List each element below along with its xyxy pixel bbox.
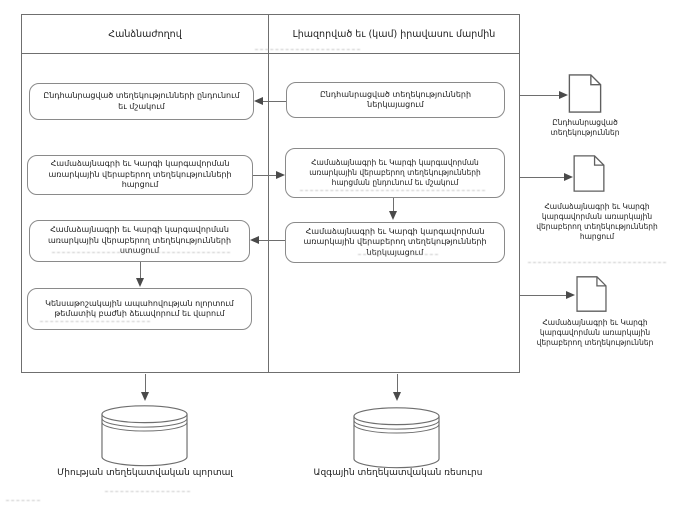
database-label-union-portal: Միության տեղեկատվական պորտալ [40, 468, 250, 478]
arrow-r3-to-l3 [259, 240, 285, 241]
arrow-to-doc1 [520, 95, 559, 96]
arrow-r1-to-l1 [263, 101, 286, 102]
db-label-text: Միության տեղեկատվական պորտալ [57, 468, 233, 478]
arrow-to-doc2 [520, 177, 564, 178]
db-label-text: Ազգային տեղեկատվական ռեսուրս [313, 468, 483, 478]
doc-label-text: Համաձայնագրի եւ Կարգի կարգավորման առարկա… [536, 318, 654, 348]
step-label: Համաձայնագրի եւ Կարգի կարգավորման առարկա… [48, 159, 232, 190]
scan-bleed-artifact [40, 321, 150, 322]
document-icon [575, 275, 608, 313]
step-form-maintain-thematic-section: Կենսաթոշակային ապահովության ոլորտում թեմ… [27, 288, 252, 330]
step-label: Համաձայնագրի եւ Կարգի կարգավորման առարկա… [47, 225, 232, 256]
step-receive-process-request: Համաձայնագրի եւ Կարգի կարգավորման առարկա… [285, 148, 505, 198]
step-label: Համաձայնագրի եւ Կարգի կարգավորման առարկա… [303, 226, 487, 257]
arrow-right-icon [559, 91, 568, 99]
lane-header-authorized-body: Լիազորված եւ (կամ) իրավասու մարմին [269, 15, 519, 53]
scan-bleed-artifact [255, 49, 360, 50]
scan-bleed-artifact [300, 190, 485, 191]
arrow-l3-to-l4 [140, 262, 141, 279]
document-icon [572, 154, 606, 193]
step-label: Ընդհանրացված տեղեկությունների ընդունում … [43, 91, 240, 111]
arrow-right-icon [566, 291, 575, 299]
lane-divider [268, 14, 269, 373]
lane-header-commission: Հանձնաժողով [22, 15, 268, 53]
arrow-right-icon [276, 171, 285, 179]
step-receive-process-generalized-info: Ընդհանրացված տեղեկությունների ընդունում … [29, 83, 254, 120]
database-label-national-resource: Ազգային տեղեկատվական ռեսուրս [293, 468, 503, 478]
step-submit-generalized-info: Ընդհանրացված տեղեկությունների ներկայացու… [286, 82, 505, 118]
step-label: Կենսաթոշակային ապահովության ոլորտում թեմ… [45, 298, 234, 318]
arrow-left-icon [250, 236, 259, 244]
arrow-right-icon [564, 173, 573, 181]
arrow-down-icon [136, 278, 144, 287]
arrow-down-icon [393, 392, 401, 401]
scan-bleed-artifact [6, 500, 40, 501]
arrow-r2-to-r3 [393, 198, 394, 212]
arrow-to-union-portal [145, 374, 146, 393]
arrow-down-icon [389, 211, 397, 220]
scan-bleed-artifact [52, 252, 230, 253]
step-submit-info: Համաձայնագրի եւ Կարգի կարգավորման առարկա… [285, 222, 505, 263]
arrow-l2-to-r2 [253, 175, 276, 176]
document-label-generalized-info: Ընդհանրացված տեղեկություններ [533, 118, 637, 138]
arrow-down-icon [141, 392, 149, 401]
document-label-info-request: Համաձայնագրի եւ Կարգի կարգավորման առարկա… [530, 202, 664, 243]
document-icon [567, 73, 603, 114]
database-icon [352, 406, 441, 469]
lane-title: Լիազորված եւ (կամ) իրավասու մարմին [292, 28, 496, 40]
step-label: Համաձայնագրի եւ Կարգի կարգավորման առարկա… [309, 158, 481, 187]
doc-label-text: Ընդհանրացված տեղեկություններ [550, 118, 620, 138]
step-receive-info: Համաձայնագրի եւ Կարգի կարգավորման առարկա… [29, 220, 250, 262]
header-separator [21, 53, 520, 54]
doc-label-text: Համաձայնագրի եւ Կարգի կարգավորման առարկա… [536, 202, 658, 242]
database-icon [100, 404, 189, 467]
lane-title: Հանձնաժողով [108, 28, 182, 40]
step-request-info: Համաձայնագրի եւ Կարգի կարգավորման առարկա… [27, 155, 253, 195]
arrow-left-icon [254, 97, 263, 105]
scan-bleed-artifact [358, 254, 438, 255]
arrow-to-doc3 [520, 295, 566, 296]
step-label: Ընդհանրացված տեղեկությունների ներկայացու… [319, 89, 472, 109]
scan-bleed-artifact [105, 491, 190, 492]
scan-bleed-artifact [528, 262, 666, 263]
arrow-to-national-resource [397, 374, 398, 393]
document-label-related-info: Համաձայնագրի եւ Կարգի կարգավորման առարկա… [519, 318, 671, 348]
